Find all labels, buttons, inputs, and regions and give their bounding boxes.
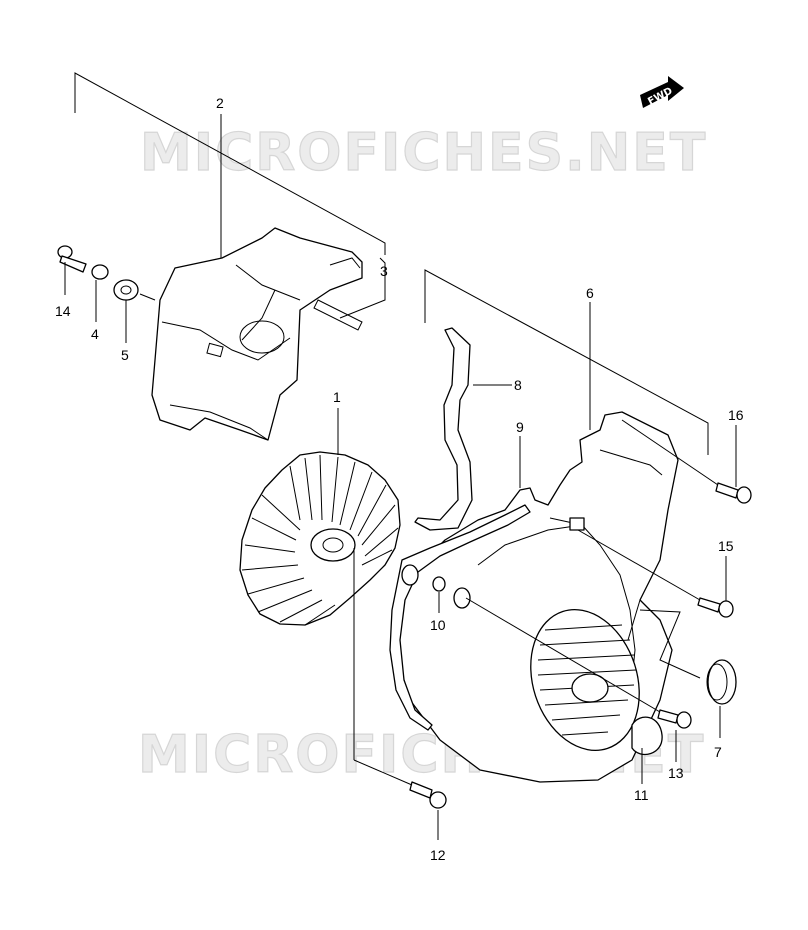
cap-part [706,659,737,705]
callout-4: 4 [91,326,99,342]
housing-grille [537,624,637,736]
callout-3: 3 [380,263,388,279]
fan-housing-part [389,411,679,783]
callout-6: 6 [586,285,594,301]
collar-4-part [91,264,109,280]
callout-9: 9 [516,419,524,435]
callout-13: 13 [668,765,684,781]
shroud-cover-part [151,227,363,441]
seal-strip-part [414,327,473,531]
screw-16-part [715,482,752,504]
screw-12-part [409,781,447,809]
group-bracket-right [424,269,709,455]
grommet-5-part [113,279,139,301]
callout-10: 10 [430,617,446,633]
screw-15-part [697,597,734,618]
callout-16: 16 [728,407,744,423]
bolt-14-part [57,245,87,273]
callout-1: 1 [333,389,341,405]
callout-8: 8 [514,377,522,393]
callout-12: 12 [430,847,446,863]
collar-10-part [432,576,446,592]
group-bracket-left [74,72,386,255]
callout-7: 7 [714,744,722,760]
watermark-top: MICROFICHES.NET [140,123,707,183]
callout-2: 2 [216,95,224,111]
leader-lines [64,114,737,840]
fwd-arrow-icon: FWD [640,76,684,108]
callout-labels: 1 2 3 4 5 6 7 8 9 10 11 12 13 14 15 16 [55,95,744,863]
cooling-fan-part [239,451,401,626]
screw-13-part [657,709,692,729]
callout-5: 5 [121,347,129,363]
callout-11: 11 [634,787,649,803]
plug-part [631,716,663,756]
callout-14: 14 [55,303,71,319]
callout-15: 15 [718,538,734,554]
